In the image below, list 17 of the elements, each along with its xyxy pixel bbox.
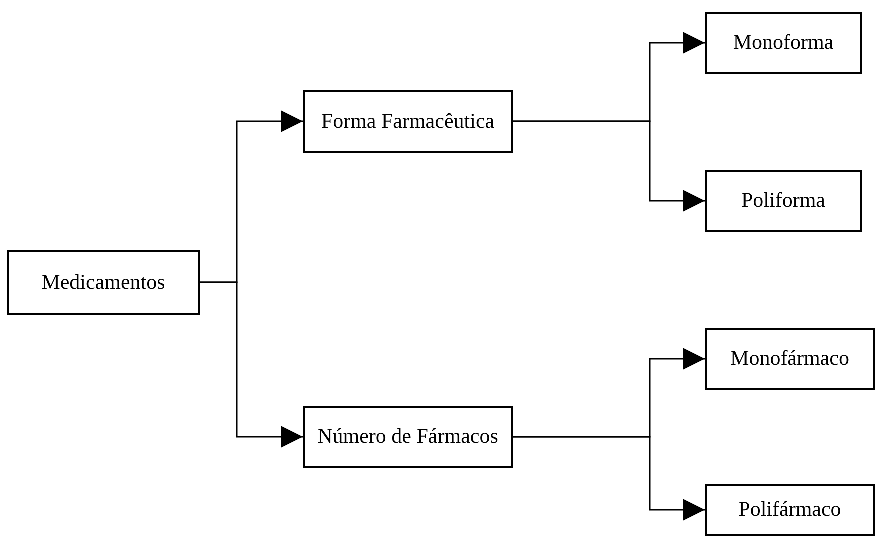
arrow xyxy=(513,120,705,212)
box-label: Monofármaco xyxy=(730,345,850,372)
process-box xyxy=(705,328,875,390)
arrow xyxy=(200,282,303,448)
process-box xyxy=(7,250,200,315)
arrow xyxy=(513,436,705,521)
box-label: Polifármaco xyxy=(738,496,842,524)
process-box xyxy=(705,484,875,536)
process-box xyxy=(303,90,513,153)
process-box xyxy=(705,12,862,74)
box-label: Monoforma xyxy=(733,29,834,56)
box-label: Número de Fármacos xyxy=(318,423,498,450)
process-box xyxy=(705,170,862,232)
process-box xyxy=(303,406,513,468)
box-label: Medicamentos xyxy=(42,268,166,296)
box-label: Forma Farmacêutica xyxy=(321,108,495,135)
box-label: Poliforma xyxy=(742,187,826,214)
